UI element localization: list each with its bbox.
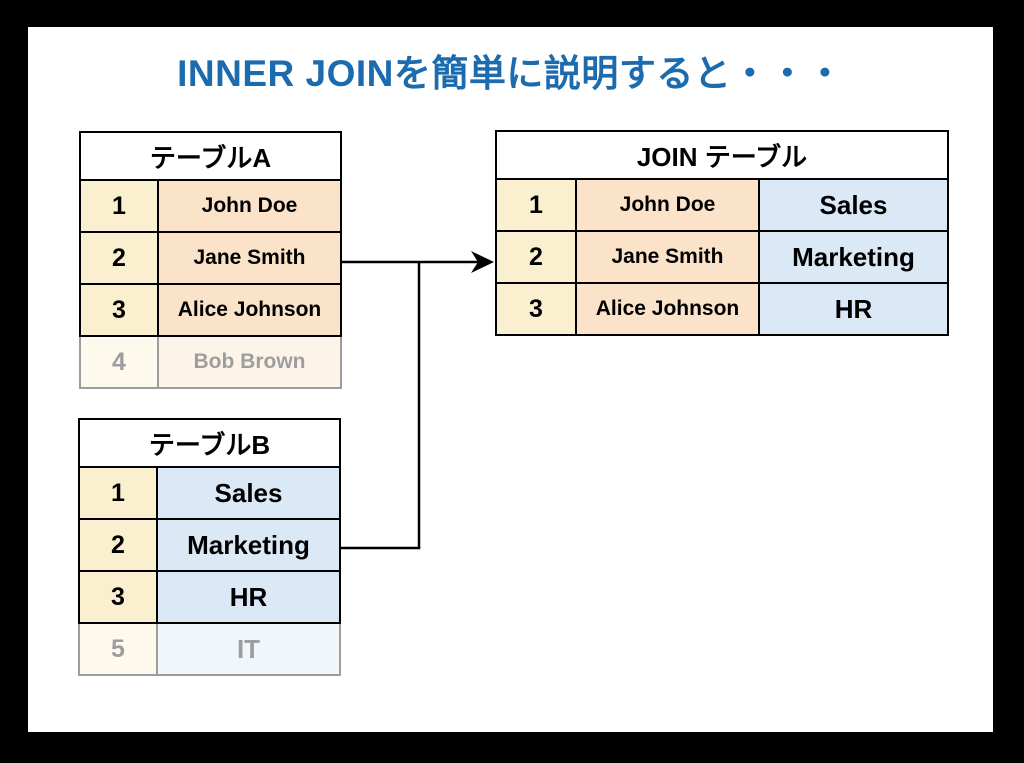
table-row: 1 John Doe Sales — [495, 180, 949, 232]
table-row: 3 Alice Johnson — [79, 285, 342, 337]
page-title: INNER JOINを簡単に説明すると・・・ — [177, 53, 844, 94]
table-b: テーブルB 1 Sales 2 Marketing 3 HR 5 IT — [78, 418, 341, 676]
table-row: 2 Marketing — [78, 520, 341, 572]
arrowhead-icon — [471, 251, 494, 273]
name-cell: Alice Johnson — [575, 284, 758, 334]
table-row: 1 John Doe — [79, 181, 342, 233]
value-cell: Jane Smith — [157, 233, 340, 283]
table-row: 2 Jane Smith Marketing — [495, 232, 949, 284]
table-row: 1 Sales — [78, 468, 341, 520]
table-row-excluded: 5 IT — [78, 624, 341, 676]
id-cell: 5 — [80, 624, 156, 674]
value-cell: John Doe — [157, 181, 340, 231]
id-cell: 3 — [80, 572, 156, 622]
content-panel: INNER JOINを簡単に説明すると・・・ テーブルA 1 John Doe … — [28, 27, 993, 732]
value-cell: HR — [156, 572, 339, 622]
dept-cell: HR — [758, 284, 947, 334]
table-a-header: テーブルA — [79, 131, 342, 181]
join-table: JOIN テーブル 1 John Doe Sales 2 Jane Smith … — [495, 130, 949, 336]
table-row-excluded: 4 Bob Brown — [79, 337, 342, 389]
dept-cell: Marketing — [758, 232, 947, 282]
id-cell: 3 — [81, 285, 157, 335]
id-cell: 2 — [80, 520, 156, 570]
id-cell: 1 — [81, 181, 157, 231]
value-cell: IT — [156, 624, 339, 674]
table-b-header: テーブルB — [78, 418, 341, 468]
value-cell: Sales — [156, 468, 339, 518]
dept-cell: Sales — [758, 180, 947, 230]
table-a: テーブルA 1 John Doe 2 Jane Smith 3 Alice Jo… — [79, 131, 342, 389]
table-row: 3 HR — [78, 572, 341, 624]
id-cell: 2 — [81, 233, 157, 283]
name-cell: Jane Smith — [575, 232, 758, 282]
id-cell: 3 — [497, 284, 575, 334]
value-cell: Alice Johnson — [157, 285, 340, 335]
value-cell: Bob Brown — [157, 337, 340, 387]
id-cell: 2 — [497, 232, 575, 282]
join-table-header: JOIN テーブル — [495, 130, 949, 180]
name-cell: John Doe — [575, 180, 758, 230]
table-row: 3 Alice Johnson HR — [495, 284, 949, 336]
id-cell: 1 — [497, 180, 575, 230]
id-cell: 1 — [80, 468, 156, 518]
id-cell: 4 — [81, 337, 157, 387]
table-row: 2 Jane Smith — [79, 233, 342, 285]
value-cell: Marketing — [156, 520, 339, 570]
